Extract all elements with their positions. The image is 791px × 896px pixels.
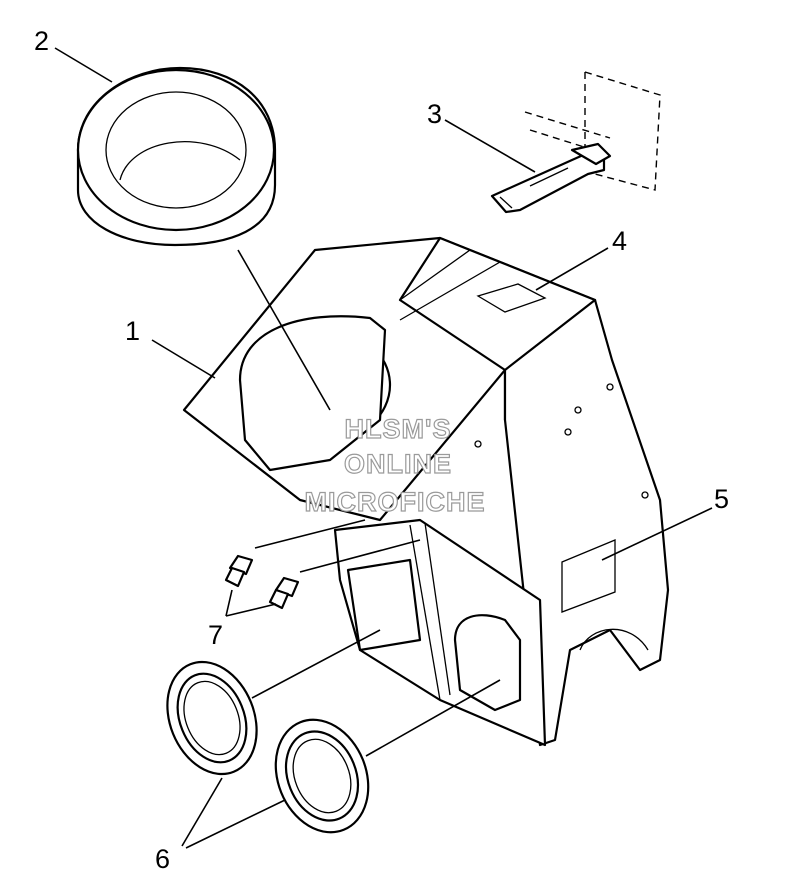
latch-clip-part [490,71,661,214]
watermark: HLSM'S ONLINE MICROFICHE [304,413,486,517]
leader-lines [54,47,713,849]
watermark-line-1: HLSM'S [345,414,452,444]
callout-3: 3 [427,99,442,129]
callout-2: 2 [34,26,49,56]
ring-seal-part [76,66,277,247]
callout-5: 5 [714,484,729,514]
watermark-line-3: MICROFICHE [305,487,486,517]
gasket-right-part [274,718,370,834]
callout-1: 1 [125,316,140,346]
callout-7: 7 [208,620,223,650]
gasket-left-part [166,660,258,776]
callout-6: 6 [155,844,170,874]
watermark-line-2: ONLINE [344,449,452,479]
fittings-part [224,554,300,610]
callout-labels: 2 3 4 1 5 7 6 [34,26,729,874]
callout-4: 4 [612,226,627,256]
